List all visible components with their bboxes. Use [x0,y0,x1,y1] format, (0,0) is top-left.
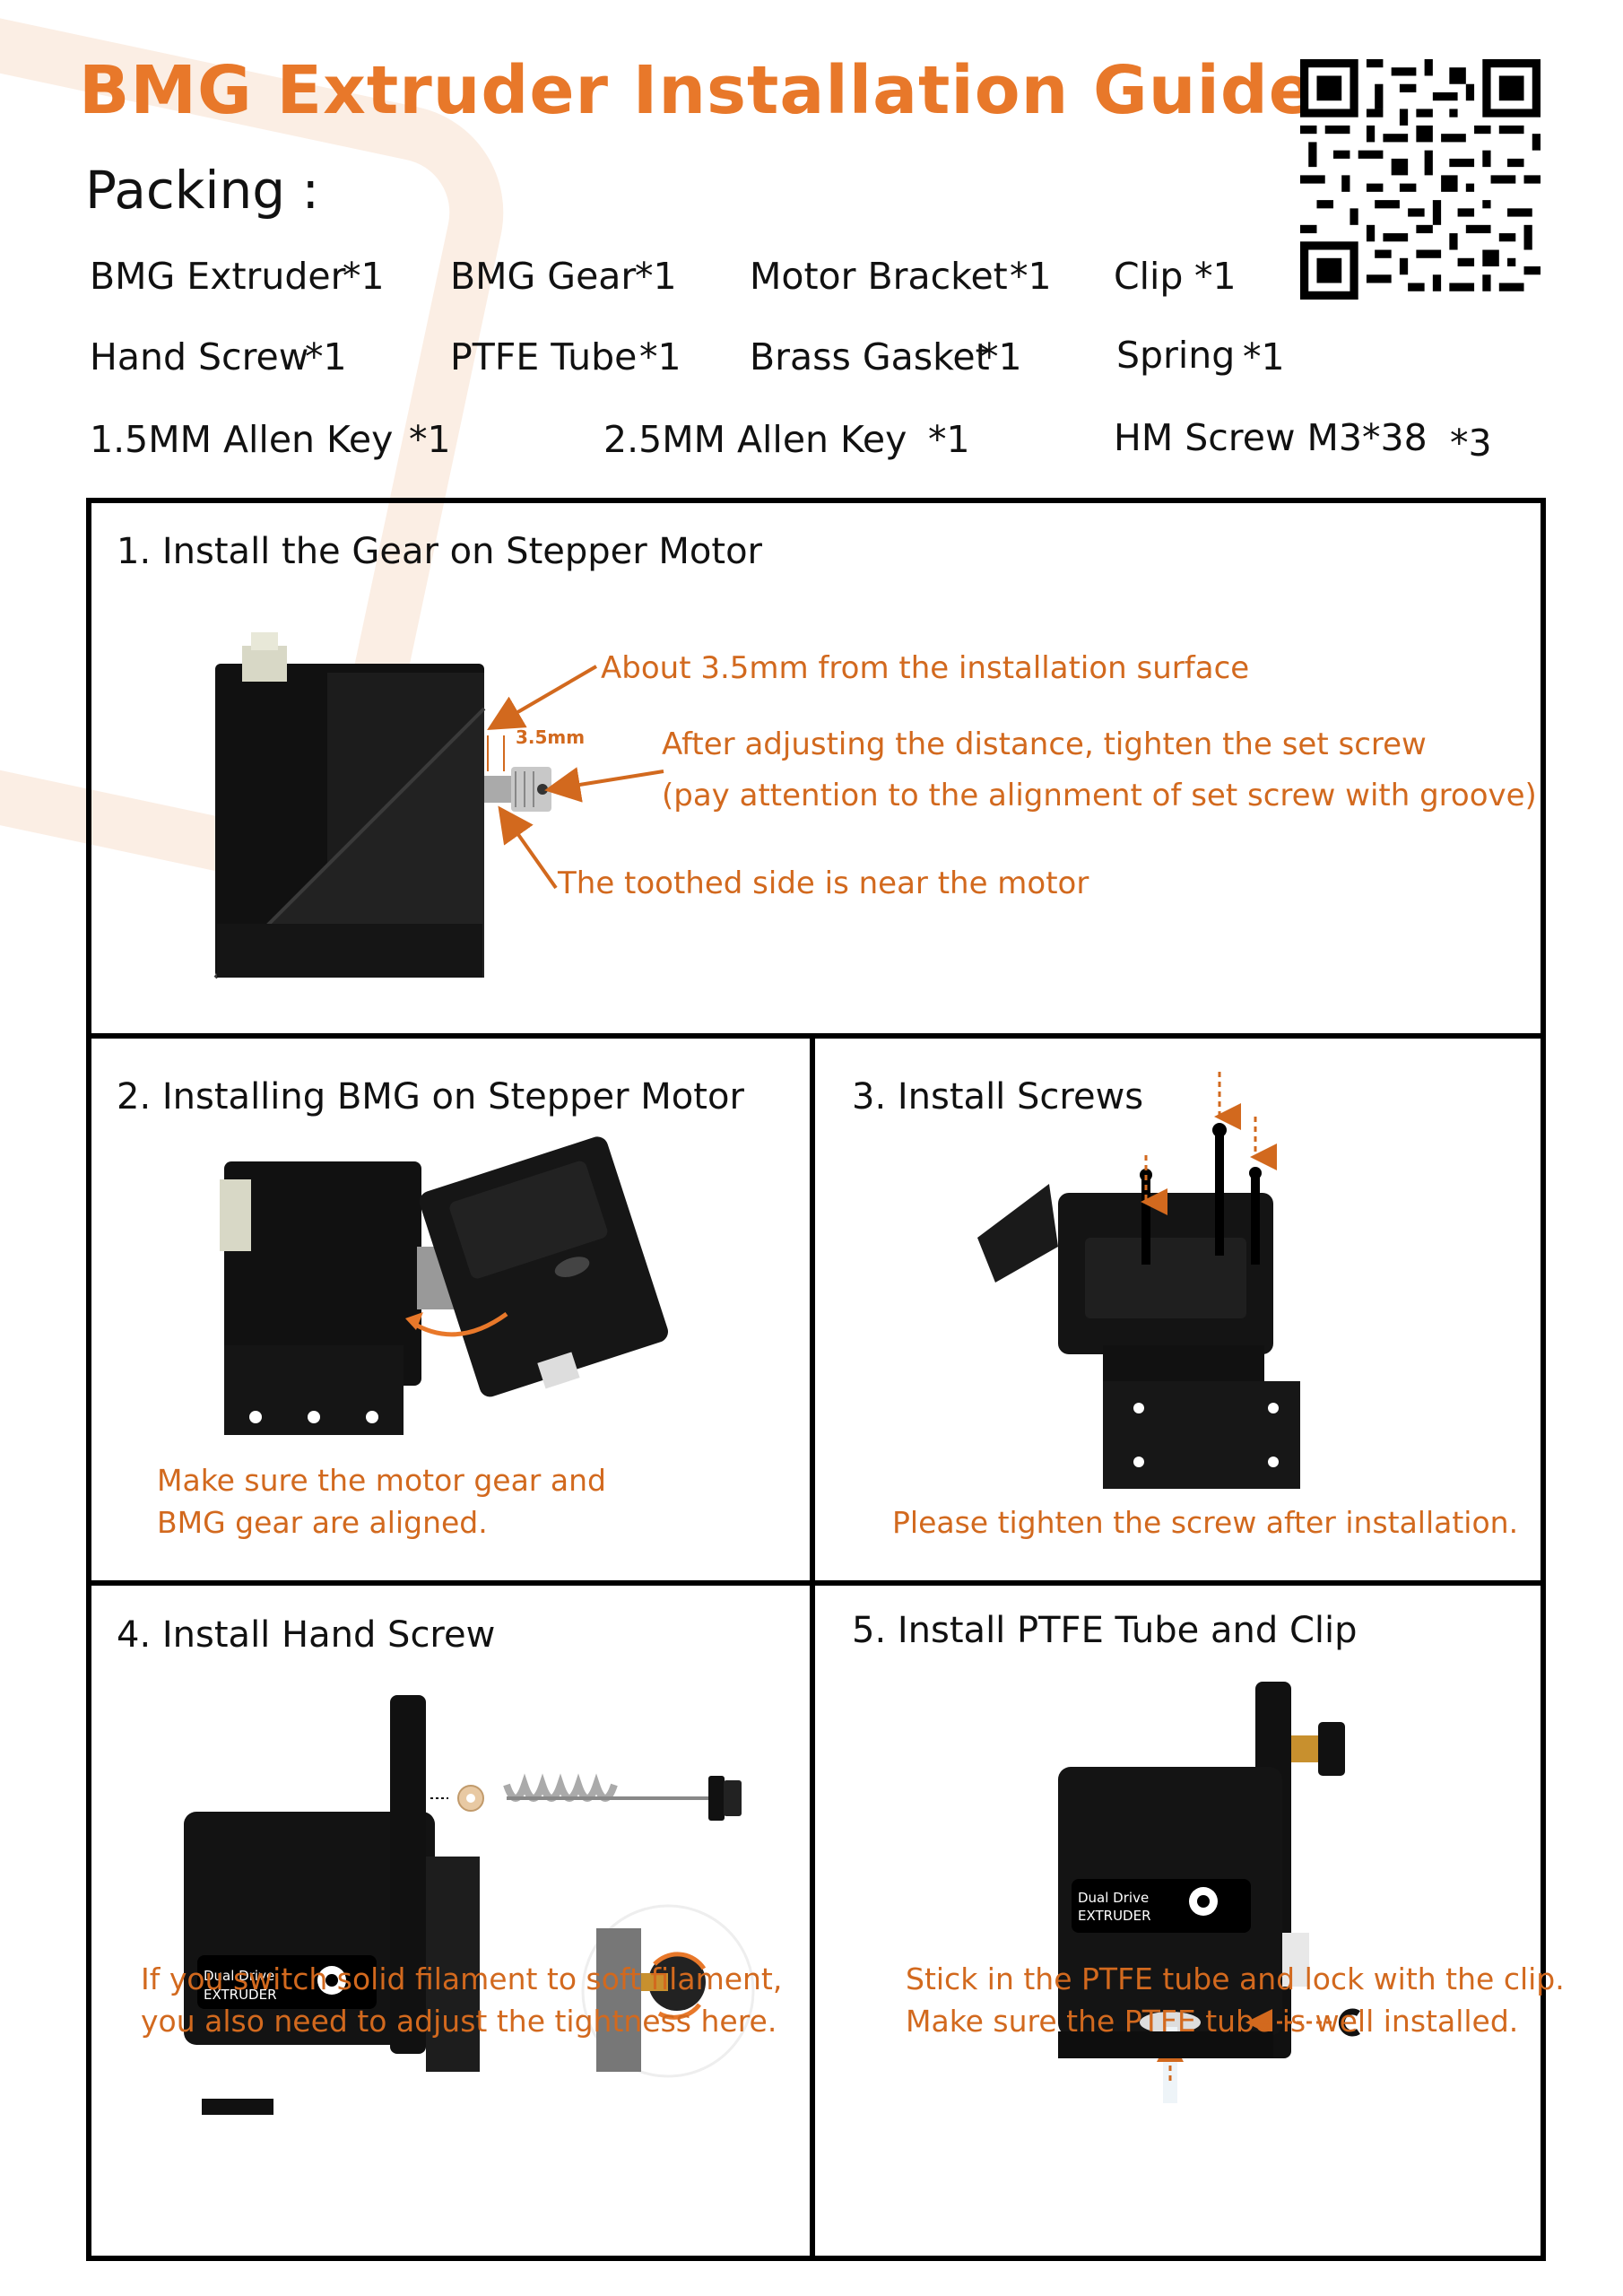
pack-item-brass-gasket: Brass Gasket [750,335,990,378]
dimension-label: 3.5mm [516,726,586,748]
pack-qty: *1 [343,255,385,298]
pack-item-hm-screw: HM Screw M3*38 [1114,416,1428,459]
step-5-note: Stick in the PTFE tube and lock with the… [906,1959,1565,2043]
step-1-title: 1. Install the Gear on Stepper Motor [117,531,762,572]
pack-qty: *1 [635,255,677,298]
pack-qty: *1 [639,335,681,378]
pack-qty: *1 [1010,255,1052,298]
qr-code [1300,59,1541,300]
step-4-note: If you switch solid filament to soft fil… [141,1959,782,2043]
pack-item-motor-bracket: Motor Bracket [750,255,1008,298]
hand-screw-image: Dual Drive EXTRUDER [184,1695,755,2115]
label-line-2: EXTRUDER [1078,1908,1151,1924]
pack-item-allen-key-1-5: 1.5MM Allen Key [90,418,394,461]
label-line-1: Dual Drive [204,1968,274,1984]
pack-qty: *1 [305,335,347,378]
step-4-title: 4. Install Hand Screw [117,1614,496,1656]
pack-item-ptfe-tube: PTFE Tube [450,335,638,378]
step-5-title: 5. Install PTFE Tube and Clip [852,1610,1358,1651]
note-line: Please tighten the screw after installat… [892,1505,1519,1540]
pack-qty: *3 [1450,422,1492,465]
ptfe-tube-clip-image: Dual Drive EXTRUDER [1058,1682,1360,2103]
note-line: If you switch solid filament to soft fil… [141,1961,783,1996]
pack-qty: *1 [1243,335,1285,378]
pack-item-clip: Clip [1114,255,1184,298]
annotation-set-screw-note: (pay attention to the alignment of set s… [662,778,1537,813]
page-title: BMG Extruder Installation Guide [79,52,1315,129]
annotation-distance: About 3.5mm from the installation surfac… [601,650,1250,686]
step-3-title: 3. Install Screws [852,1076,1144,1118]
packing-heading: Packing : [85,160,320,221]
pack-qty: *1 [980,335,1022,378]
note-line: you also need to adjust the tightness he… [141,2003,777,2039]
stepper-motor-gear-image [213,632,551,979]
pack-qty: *1 [409,418,451,461]
note-line: BMG gear are aligned. [157,1504,488,1540]
note-line: Make sure the PTFE tube is well installe… [906,2003,1519,2039]
annotation-set-screw: After adjusting the distance, tighten th… [662,726,1427,762]
divider [86,1033,1546,1039]
note-line: Stick in the PTFE tube and lock with the… [906,1961,1565,1996]
label-line-1: Dual Drive [1078,1890,1149,1906]
pack-item-bmg-extruder: BMG Extruder [90,255,346,298]
pack-item-hand-screw: Hand Screw [90,335,309,378]
pack-item-allen-key-2-5: 2.5MM Allen Key [603,418,907,461]
install-screws-image [977,1072,1300,1489]
pack-qty: *1 [928,418,970,461]
divider [86,1580,1546,1586]
bmg-on-motor-image [220,1136,668,1435]
pack-item-bmg-gear: BMG Gear [450,255,637,298]
pack-qty: *1 [1194,255,1237,298]
pack-item-spring: Spring [1116,334,1236,377]
step-2-note: Make sure the motor gear and BMG gear ar… [157,1460,606,1544]
steps-frame [86,498,1546,2261]
divider [810,1033,815,2261]
annotation-arrows [487,665,664,890]
label-line-2: EXTRUDER [204,1987,277,2003]
step-2-title: 2. Installing BMG on Stepper Motor [117,1076,744,1118]
step-3-note: Please tighten the screw after installat… [892,1502,1518,1544]
note-line: Make sure the motor gear and [157,1463,606,1498]
annotation-toothed-side: The toothed side is near the motor [558,865,1089,901]
